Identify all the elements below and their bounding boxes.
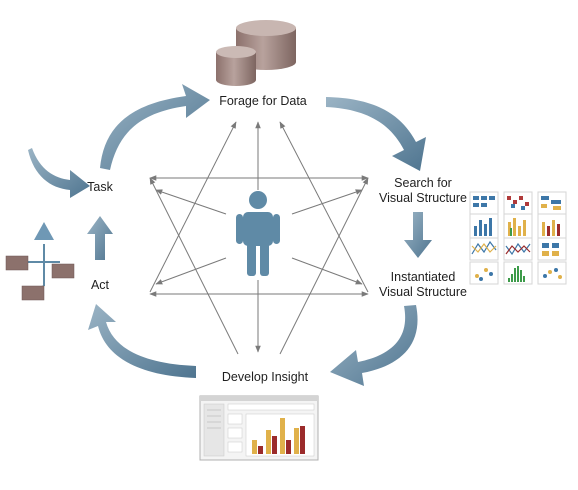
arrow-incoming-to-task [28,148,90,198]
chart-thumbnails-icon [469,191,567,285]
hexagram-arrows [149,121,369,355]
node-insight-label: Develop Insight [200,370,330,385]
node-instantiated-label: Instantiated Visual Structure [362,270,484,300]
network-diagram-icon [5,222,75,301]
dashboard-icon [199,395,319,461]
arrow-insight-to-act [88,304,196,378]
arrow-act-to-task [87,216,113,260]
task-text: Task [87,180,113,194]
node-search-label: Search for Visual Structure [362,176,484,206]
search-line2: Visual Structure [378,191,467,205]
insight-text: Develop Insight [221,370,309,384]
arrow-search-to-instantiated [404,212,432,258]
database-icon [216,20,296,86]
arrow-instantiated-to-insight [330,305,418,386]
instantiated-line2: Visual Structure [378,285,467,299]
node-task-label: Task [80,180,120,195]
cycle-arrows [28,84,432,386]
node-forage-label: Forage for Data [200,94,326,109]
forage-text: Forage for Data [219,94,307,108]
arrow-task-to-forage [100,84,210,170]
instantiated-line1: Instantiated [390,270,456,284]
act-text: Act [90,278,110,292]
person-icon [236,191,280,276]
arrow-forage-to-search [326,97,426,171]
search-line1: Search for [394,176,452,190]
node-act-label: Act [80,278,120,293]
